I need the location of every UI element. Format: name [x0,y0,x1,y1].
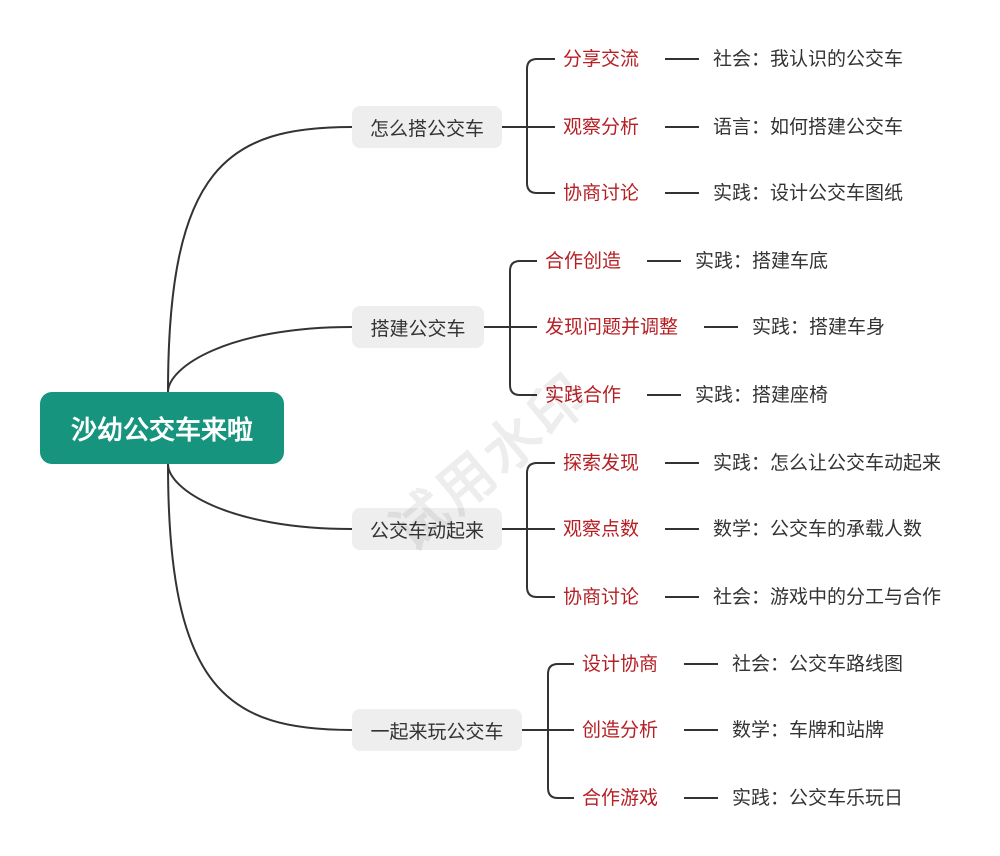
leaf-node[interactable]: 实践：搭建车身 [752,316,886,338]
sub-node[interactable]: 设计协商 [582,653,659,675]
sub-node[interactable]: 合作游戏 [582,787,659,809]
branch-node-how-to-build[interactable]: 怎么搭公交车 [352,106,502,148]
branch-node-build-bus[interactable]: 搭建公交车 [352,306,484,348]
leaf-node[interactable]: 实践：搭建座椅 [695,384,829,406]
sub-node[interactable]: 观察点数 [563,518,640,540]
root-connector [167,463,353,530]
leaf-node[interactable]: 实践：设计公交车图纸 [713,182,904,204]
sub-node[interactable]: 发现问题并调整 [545,316,679,338]
leaf-node[interactable]: 实践：公交车乐玩日 [732,787,904,809]
sub-node[interactable]: 观察分析 [563,116,640,138]
branch-node-bus-moves[interactable]: 公交车动起来 [352,508,502,550]
root-connector [167,326,353,393]
sub-node[interactable]: 创造分析 [582,719,659,741]
sub-node[interactable]: 合作创造 [545,250,622,272]
sub-node[interactable]: 协商讨论 [563,182,640,204]
sub-node[interactable]: 分享交流 [563,48,640,70]
leaf-node[interactable]: 语言：如何搭建公交车 [713,116,904,138]
sub-node[interactable]: 探索发现 [563,452,640,474]
sub-node[interactable]: 协商讨论 [563,586,640,608]
leaf-node[interactable]: 数学：公交车的承载人数 [713,518,923,540]
root-node[interactable]: 沙幼公交车来啦 [40,392,284,464]
branch-node-play-bus[interactable]: 一起来玩公交车 [352,709,522,751]
leaf-node[interactable]: 实践：怎么让公交车动起来 [713,452,942,474]
leaf-node[interactable]: 社会：游戏中的分工与合作 [713,586,942,608]
root-connector [167,126,353,393]
leaf-node[interactable]: 实践：搭建车底 [695,250,829,272]
sub-node[interactable]: 实践合作 [545,384,622,406]
leaf-node[interactable]: 数学：车牌和站牌 [732,719,885,741]
leaf-node[interactable]: 社会：我认识的公交车 [713,48,904,70]
leaf-node[interactable]: 社会：公交车路线图 [732,653,904,675]
root-connector [167,463,353,731]
